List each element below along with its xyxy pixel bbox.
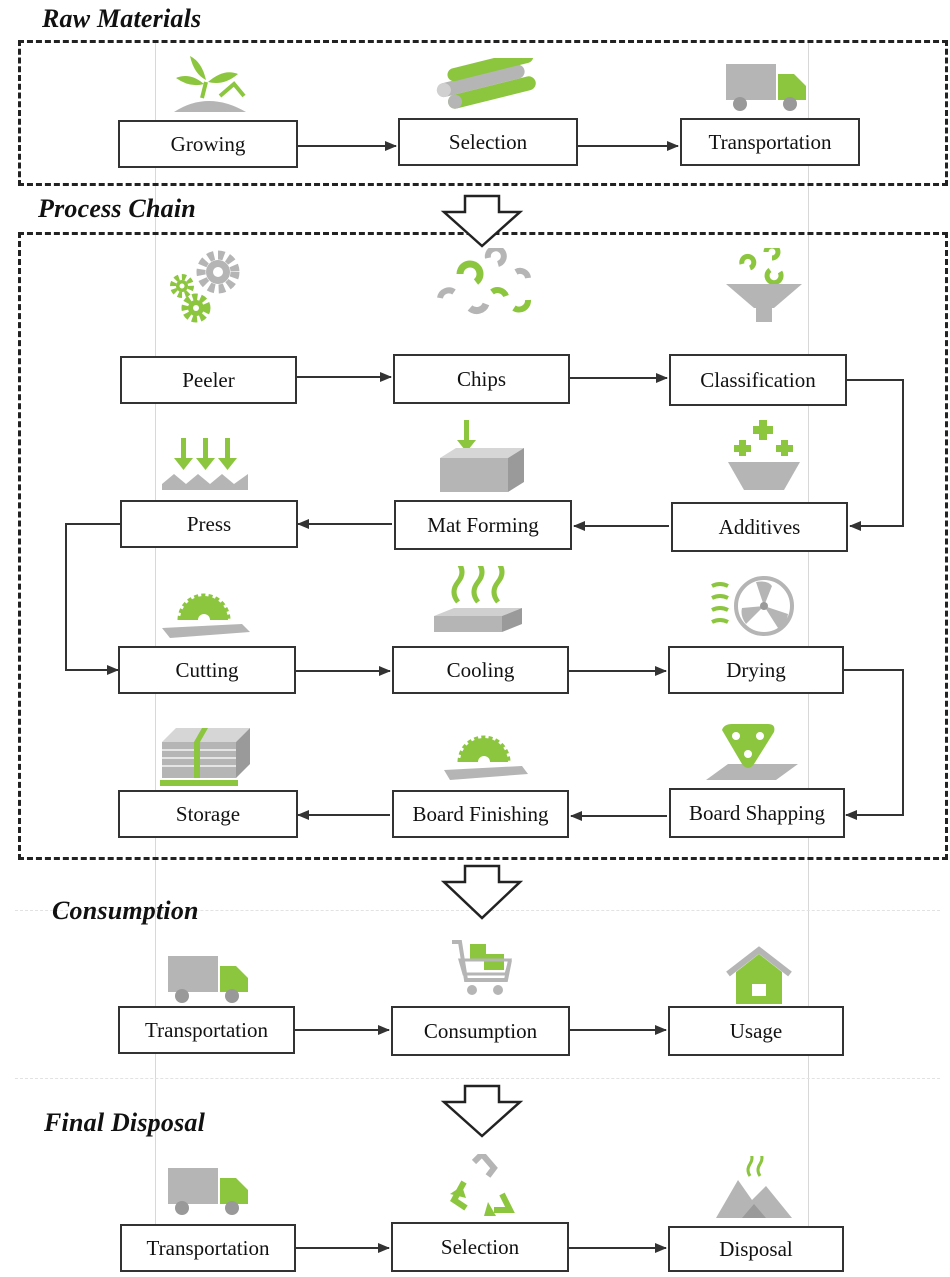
step-chips: Chips <box>393 354 570 404</box>
flow-arrow-raw-to-process <box>440 194 524 248</box>
step-board-shapping: Board Shapping <box>669 788 845 838</box>
funnel-icon <box>726 248 802 322</box>
raw-materials-group <box>18 40 948 186</box>
step-peeler: Peeler <box>120 356 297 404</box>
section-title-process-chain: Process Chain <box>38 194 196 223</box>
step-cooling: Cooling <box>392 646 569 694</box>
logs-icon <box>436 58 536 109</box>
plant-icon <box>174 56 246 112</box>
step-mat-forming: Mat Forming <box>394 500 572 550</box>
truck-icon <box>726 64 806 111</box>
step-drying: Drying <box>668 646 844 694</box>
step-disposal: Disposal <box>668 1226 844 1272</box>
section-divider <box>15 1078 940 1079</box>
step-storage: Storage <box>118 790 298 838</box>
additives-icon <box>728 420 800 490</box>
section-title-final-disposal: Final Disposal <box>44 1108 206 1137</box>
section-title-raw-materials: Raw Materials <box>42 4 202 33</box>
step-transportation-consumption: Transportation <box>118 1006 295 1054</box>
step-usage: Usage <box>668 1006 844 1056</box>
step-additives: Additives <box>671 502 848 552</box>
step-consumption: Consumption <box>391 1006 570 1056</box>
house-icon <box>726 946 792 1004</box>
step-cutting: Cutting <box>118 646 296 694</box>
step-press: Press <box>120 500 298 548</box>
storage-icon <box>160 728 250 786</box>
truck-icon <box>168 1168 248 1215</box>
saw-icon <box>444 735 528 780</box>
gears-icon <box>170 250 240 323</box>
step-growing: Growing <box>118 120 298 168</box>
truck-icon <box>168 956 248 1003</box>
shopping-cart-icon <box>452 940 512 995</box>
mat-forming-icon <box>440 420 524 492</box>
press-icon <box>162 438 248 490</box>
flow-arrow-consumption-to-disposal <box>440 1084 524 1138</box>
step-classification: Classification <box>669 354 847 406</box>
arrow-drying-board-shapping <box>844 669 904 820</box>
step-selection: Selection <box>398 118 578 166</box>
fan-icon <box>711 576 794 636</box>
step-transportation: Transportation <box>680 118 860 166</box>
flow-arrow-process-to-consumption <box>440 864 524 920</box>
arrow-classification-additives <box>847 379 904 531</box>
saw-icon <box>162 593 250 638</box>
chips-icon <box>437 248 531 314</box>
shaping-icon <box>706 724 798 780</box>
section-title-consumption: Consumption <box>52 896 199 925</box>
landfill-icon <box>716 1156 792 1218</box>
cooling-icon <box>434 566 522 632</box>
step-selection-disposal: Selection <box>391 1222 569 1272</box>
arrow-press-cutting <box>65 523 120 675</box>
step-board-finishing: Board Finishing <box>392 790 569 838</box>
step-transportation-disposal: Transportation <box>120 1224 296 1272</box>
recycle-icon <box>450 1154 515 1216</box>
